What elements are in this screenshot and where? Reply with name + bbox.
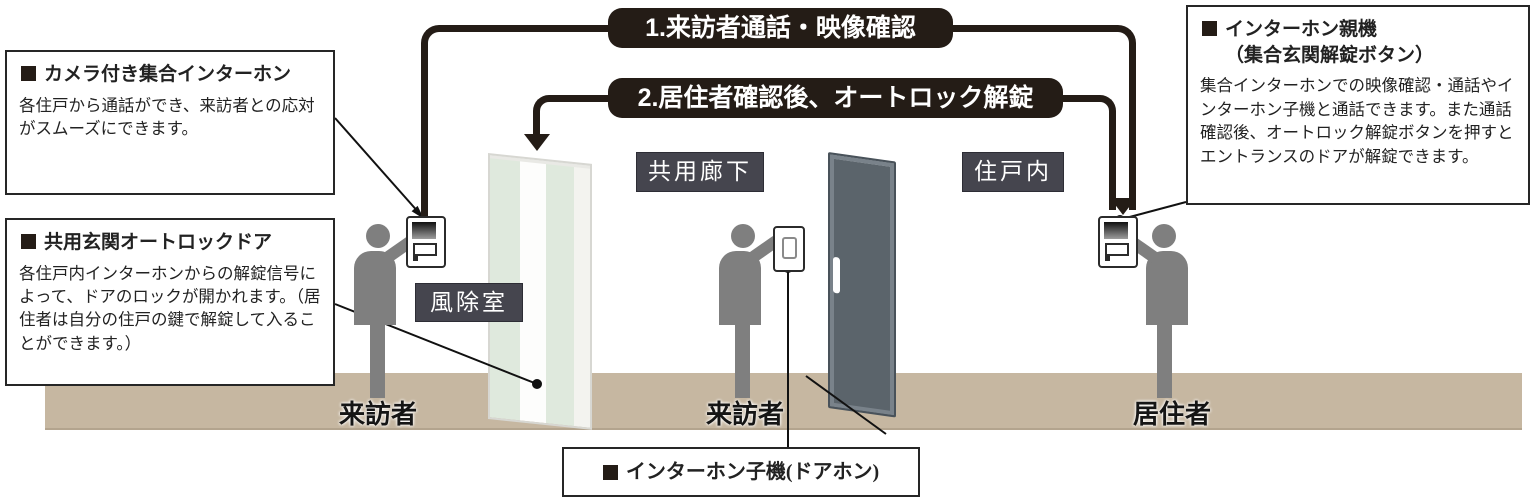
callout-title: インターホン子機(ドアホン) bbox=[625, 460, 880, 483]
callout-doorphone: インターホン子機(ドアホン) bbox=[562, 447, 920, 497]
unit-entrance-door bbox=[828, 152, 896, 418]
parent-unit-device bbox=[1098, 216, 1138, 268]
flow-line-1-right bbox=[948, 25, 1136, 210]
badge-vestibule: 風除室 bbox=[415, 283, 523, 322]
badge-corridor: 共用廊下 bbox=[636, 152, 764, 192]
callout-title-line2: （集合玄関解錠ボタン） bbox=[1225, 44, 1435, 66]
doorphone-device bbox=[773, 226, 805, 272]
entrance-intercom-device bbox=[406, 216, 446, 268]
door-handle bbox=[833, 256, 840, 294]
intercom-button bbox=[413, 256, 418, 261]
flow-line-1-left bbox=[421, 25, 615, 223]
intercom-screen bbox=[412, 222, 436, 239]
person-torso bbox=[719, 251, 761, 325]
bullet-square-icon bbox=[1202, 21, 1217, 36]
doorphone-button bbox=[782, 237, 797, 259]
callout-body: 各住戸から通話ができ、来訪者との応対がスムーズにできます。 bbox=[19, 95, 315, 139]
callout-title-line1: インターホン親機 bbox=[1225, 19, 1378, 40]
callout-title: インターホン親機 （集合玄関解錠ボタン） bbox=[1225, 17, 1434, 68]
callout-parent-unit: インターホン親機 （集合玄関解錠ボタン） 集合インターホンでの映像確認・通話やイ… bbox=[1186, 5, 1530, 205]
badge-unit-interior: 住戸内 bbox=[962, 152, 1064, 192]
bullet-square-icon bbox=[602, 464, 618, 480]
flow-banner-2: 2.居住者確認後、オートロック解錠 bbox=[608, 78, 1063, 118]
person-head bbox=[731, 224, 755, 248]
callout-autolock-door: 共用玄関オートロックドア 各住戸内インターホンからの解錠信号によって、ドアのロッ… bbox=[5, 218, 335, 386]
resident-figure bbox=[1123, 224, 1194, 400]
label-resident: 居住者 bbox=[1132, 399, 1211, 429]
visitor-figure-entrance bbox=[348, 224, 419, 400]
person-leg bbox=[370, 324, 385, 398]
flow-line-2-right bbox=[1063, 95, 1116, 210]
bullet-square-icon bbox=[21, 66, 36, 81]
intercom-speaker bbox=[1105, 243, 1129, 256]
flow-banner-1: 1.来訪者通話・映像確認 bbox=[608, 8, 953, 48]
callout-camera-intercom: カメラ付き集合インターホン 各住戸から通話ができ、来訪者との応対がスムーズにでき… bbox=[5, 50, 335, 195]
person-leg bbox=[1157, 324, 1172, 398]
callout-body: 各住戸内インターホンからの解錠信号によって、ドアのロックが開かれます。（居住者は… bbox=[19, 263, 321, 353]
person-head bbox=[366, 224, 390, 248]
bullet-square-icon bbox=[21, 234, 36, 249]
flow-arrowhead-parent-unit bbox=[1110, 198, 1136, 215]
visitor-figure-door bbox=[713, 224, 784, 400]
label-visitor-entrance: 来訪者 bbox=[338, 399, 417, 429]
label-visitor-door: 来訪者 bbox=[705, 399, 784, 429]
intercom-button bbox=[1105, 256, 1110, 261]
person-head bbox=[1152, 224, 1176, 248]
intercom-speaker bbox=[413, 243, 437, 256]
flow-line-2-left bbox=[533, 95, 615, 144]
person-leg bbox=[735, 324, 750, 398]
callout-title: カメラ付き集合インターホン bbox=[44, 64, 292, 85]
callout-title: 共用玄関オートロックドア bbox=[44, 232, 273, 253]
intercom-screen bbox=[1104, 222, 1128, 239]
callout-body: 集合インターホンでの映像確認・通話やインターホン子機と通話できます。また通話確認… bbox=[1200, 76, 1514, 166]
flow-arrowhead-vestibule bbox=[524, 134, 550, 151]
